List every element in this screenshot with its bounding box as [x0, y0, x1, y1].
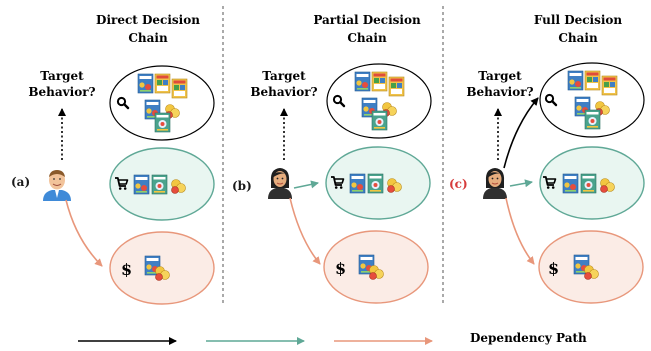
dependency-arrow-search	[503, 97, 539, 169]
panel-title-line1: Direct Decision	[96, 13, 200, 27]
product-thumbnail	[371, 71, 388, 92]
panel-title-line1: Partial Decision	[313, 13, 421, 27]
product-thumbnail	[371, 110, 388, 131]
panel-title-line1: Full Decision	[534, 13, 623, 27]
product-thumbnail	[133, 174, 150, 195]
dependency-arrow-purchase	[289, 197, 321, 265]
search-stage-ellipse	[326, 63, 432, 139]
product-thumbnail	[584, 70, 601, 91]
search-stage-ellipse	[109, 65, 215, 141]
target-behavior-label-line1: Target	[478, 69, 522, 83]
panel-title-line2: Chain	[347, 31, 387, 45]
dependency-arrow-purchase	[65, 199, 103, 267]
panel-label: (a)	[11, 175, 30, 189]
panel-label: (b)	[232, 179, 252, 193]
legend-label: Dependency Path	[470, 331, 587, 345]
product-thumbnail	[137, 73, 154, 94]
product-thumbnail	[562, 173, 579, 194]
product-thumbnail	[580, 173, 597, 194]
panel-direct-decision-chain: Direct Decision Chain Target Behavior? $…	[11, 13, 215, 305]
dollar-icon: $	[548, 259, 559, 278]
product-thumbnail	[601, 75, 618, 96]
search-stage-ellipse	[539, 62, 645, 138]
product-thumbnail	[154, 73, 171, 94]
dependency-arrow-purchase	[505, 197, 535, 265]
dollar-icon: $	[121, 260, 132, 279]
panel-label: (c)	[449, 177, 468, 191]
target-behavior-label-line2: Behavior?	[250, 85, 317, 99]
product-thumbnail	[151, 174, 168, 195]
panel-title-line2: Chain	[128, 31, 168, 45]
product-thumbnail	[584, 109, 601, 130]
target-behavior-label-line1: Target	[40, 69, 84, 83]
product-thumbnail	[388, 76, 405, 97]
panel-title-line2: Chain	[558, 31, 598, 45]
product-thumbnail	[171, 78, 188, 99]
product-thumbnail	[354, 71, 371, 92]
product-thumbnail	[367, 173, 384, 194]
man-avatar-icon	[42, 169, 72, 202]
dependency-arrow-cart	[293, 180, 319, 189]
woman-avatar-icon	[482, 167, 508, 200]
dependency-arrow-cart	[509, 179, 533, 188]
product-thumbnail	[567, 70, 584, 91]
product-thumbnail	[349, 173, 366, 194]
product-thumbnail	[154, 112, 171, 133]
target-behavior-label-line1: Target	[262, 69, 306, 83]
target-behavior-label-line2: Behavior?	[466, 85, 533, 99]
panel-partial-decision-chain: Partial Decision Chain Target Behavior? …	[232, 13, 432, 304]
dollar-icon: $	[335, 259, 346, 278]
legend: Dependency Path	[78, 331, 587, 345]
woman-avatar-icon	[267, 167, 293, 200]
panel-full-decision-chain: Full Decision Chain Target Behavior? $ (…	[449, 13, 645, 304]
target-behavior-label-line2: Behavior?	[28, 85, 95, 99]
